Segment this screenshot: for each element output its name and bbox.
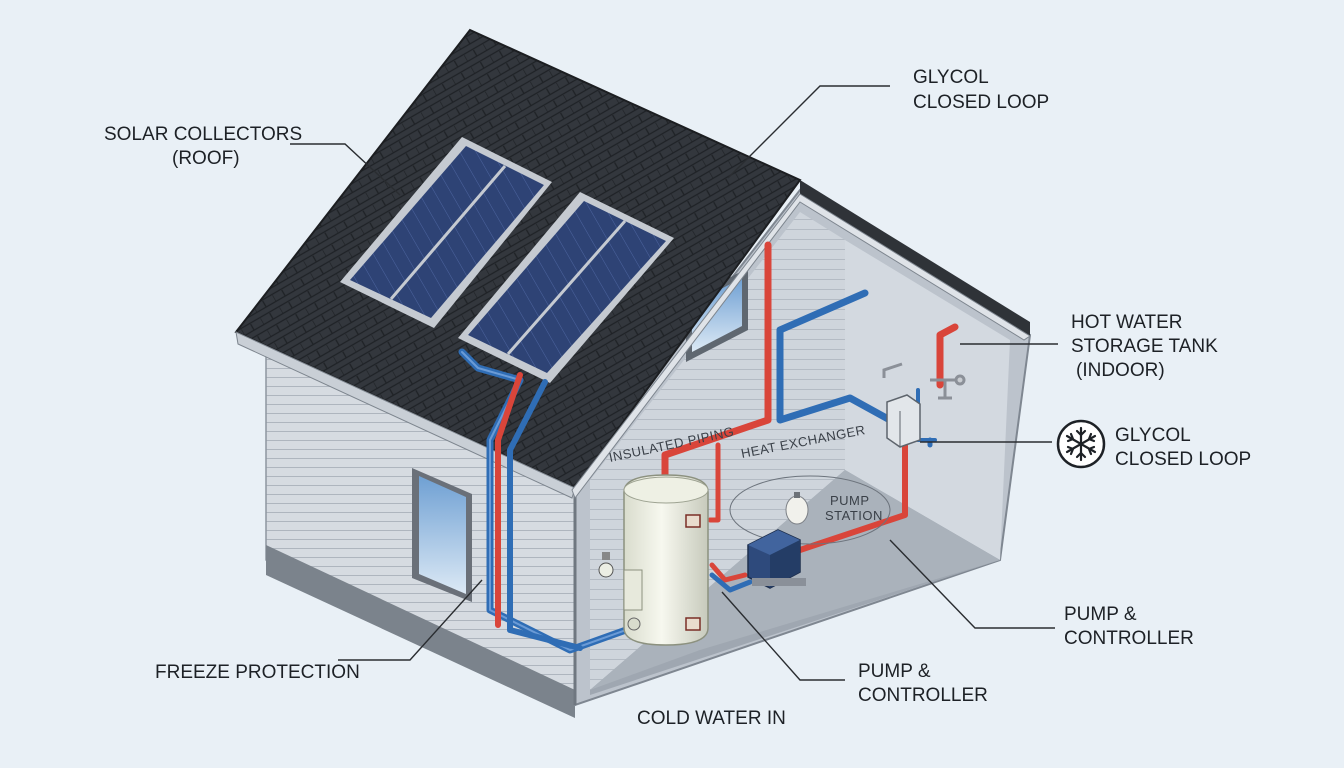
cold-pipe-interior [776, 289, 894, 424]
tank-to-pump-red [707, 442, 748, 583]
hot-water-label-line3: (INDOOR) [1076, 360, 1165, 381]
hot-water-label-line2: STORAGE TANK [1071, 336, 1218, 357]
hot-pipe-interior [661, 241, 772, 479]
leader-solar-collectors [290, 143, 401, 196]
exterior-window [412, 468, 472, 602]
pump-station-label-line2: STATION [825, 508, 883, 523]
freeze-protection-label: FREEZE PROTECTION [155, 662, 360, 683]
hot-pipe-exterior [495, 372, 523, 628]
foundation [266, 545, 575, 718]
leader-pump-right [889, 539, 1055, 629]
heat-exchanger [886, 394, 921, 448]
snowflake-icon [1056, 419, 1106, 469]
glycol-top-label-line2: CLOSED LOOP [913, 92, 1049, 113]
glycol-top-label-line1: GLYCOL [913, 67, 989, 88]
cold-water-in-label: COLD WATER IN [637, 708, 786, 729]
interior-right-wall [845, 240, 1010, 560]
solar-collectors-label-line1: SOLAR COLLECTORS [104, 124, 302, 145]
hot-pipe-fixture [936, 323, 959, 389]
hot-water-storage-tank [598, 474, 709, 646]
tank-to-pump-blue [709, 572, 753, 593]
pump-bottom-label-line2: CONTROLLER [858, 685, 988, 706]
solar-collector-right [458, 192, 674, 383]
pump-right-label-line1: PUMP & [1064, 604, 1137, 625]
leader-lines [290, 85, 1058, 681]
cold-pipe-exterior-2 [507, 379, 583, 651]
solar-collector-left [340, 137, 552, 328]
glycol-right-label-line1: GLYCOL [1115, 425, 1191, 446]
pump-station-label-line1: PUMP [830, 493, 870, 508]
leader-glycol-top [727, 85, 890, 179]
pump-station [729, 475, 891, 589]
pump-right-label-line2: CONTROLLER [1064, 628, 1194, 649]
roof-overhang [800, 180, 1030, 336]
hot-water-label-line1: HOT WATER [1071, 312, 1183, 333]
leader-freeze-protection [338, 579, 483, 661]
roof [234, 28, 1031, 500]
pump-bottom-label-line1: PUMP & [858, 661, 931, 682]
faucet-fixtures [882, 362, 966, 400]
leader-pump-bottom [721, 591, 845, 681]
glycol-right-label-line2: CLOSED LOOP [1115, 449, 1251, 470]
solar-collectors-label-line2: (ROOF) [172, 148, 240, 169]
